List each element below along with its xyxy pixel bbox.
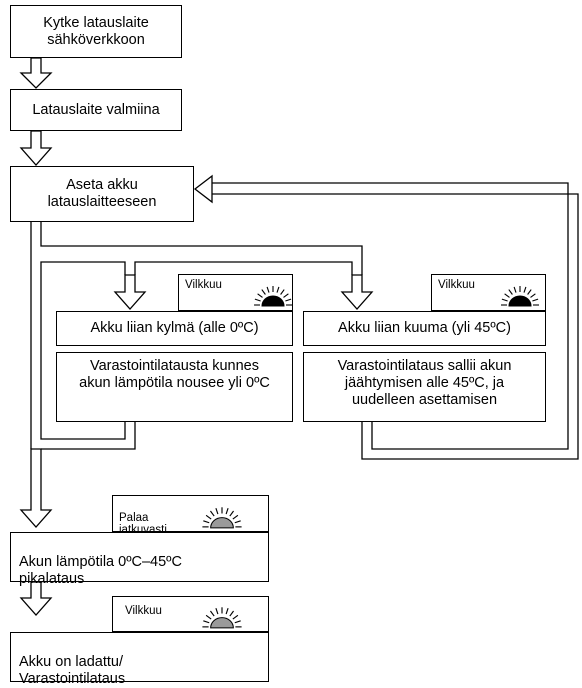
arrow-plug-to-ready — [19, 57, 53, 89]
lamp-ray — [232, 614, 239, 620]
lamp-ray — [527, 289, 532, 295]
step-charger-ready-text: Latauslaite valmiina — [32, 101, 160, 118]
lamp-blinking-icon — [254, 286, 292, 307]
lamp-dome — [261, 295, 285, 307]
loop-cold-top — [134, 261, 353, 275]
step-fast-charge: Akun lämpötila 0ºC–45ºC pikalataus — [10, 532, 269, 587]
lamp-dome — [508, 295, 532, 307]
step-cold-storage: Varastointilatausta kunnes akun lämpötil… — [56, 352, 293, 422]
step-plug-in: Kytke latauslaite sähköverkkoon — [10, 5, 182, 58]
lamp-steady-icon — [202, 507, 242, 529]
lamp-ray — [257, 293, 263, 298]
step-hot-storage: Varastointilataus sallii akun jäähtymise… — [303, 352, 546, 422]
lamp-ray — [205, 614, 212, 620]
step-too-cold-text: Akku liian kylmä (alle 0ºC) — [90, 320, 259, 336]
lamp-ray — [203, 620, 210, 624]
indicator-charged-text: Vilkkuu — [125, 605, 162, 617]
step-charger-ready: Latauslaite valmiina — [10, 89, 182, 131]
lamp-ray — [254, 298, 261, 302]
lamp-ray — [215, 508, 219, 515]
indicator-cold-text: Vilkkuu — [185, 279, 222, 291]
lamp-blinking-icon — [501, 286, 539, 307]
lamp-ray — [225, 508, 229, 515]
lamp-ray — [285, 298, 292, 302]
loop-hot-arrowhead — [193, 174, 213, 204]
lamp-dome — [210, 617, 234, 629]
lamp-ray — [261, 289, 266, 295]
lamp-dome — [210, 517, 234, 529]
lamp-ray — [232, 514, 239, 520]
arrow-fast-to-charged — [19, 581, 53, 616]
loop-hot-inner — [212, 182, 569, 450]
lamp-ray — [276, 286, 280, 293]
loop-hot-outer — [212, 193, 579, 460]
lamp-ray — [229, 610, 235, 617]
lamp-ray — [508, 289, 513, 295]
arrow-to-hot — [340, 274, 374, 310]
lamp-ray — [266, 286, 270, 293]
lamp-ray — [501, 298, 508, 302]
step-too-hot: Akku liian kuuma (yli 45ºC) — [303, 311, 546, 346]
lamp-rays — [501, 286, 539, 306]
lamp-ray — [532, 298, 539, 302]
loop-cold-bottom-outer — [41, 422, 136, 450]
step-insert-battery: Aseta akku latauslaitteeseen — [10, 166, 194, 222]
arrow-cold-to-fast — [19, 448, 53, 528]
lamp-ray — [203, 520, 210, 524]
arrow-to-cold — [113, 274, 147, 310]
lamp-ray — [215, 608, 219, 615]
indicator-charged: Vilkkuu — [112, 596, 269, 632]
loop-cold-bottom-inner — [40, 261, 126, 440]
lamp-ray — [205, 514, 212, 520]
lamp-ray — [229, 510, 235, 517]
step-too-cold: Akku liian kylmä (alle 0ºC) — [56, 311, 293, 346]
lamp-ray — [209, 510, 215, 517]
step-insert-battery-text: Aseta akku latauslaitteeseen — [47, 177, 157, 210]
lamp-ray — [283, 293, 289, 298]
lamp-ray — [513, 286, 517, 293]
step-fast-charge-text: Akun lämpötila 0ºC–45ºC pikalataus — [19, 554, 182, 587]
lamp-ray — [530, 293, 536, 298]
lamp-ray — [234, 620, 241, 624]
lamp-rays — [254, 286, 292, 306]
step-plug-in-text: Kytke latauslaite sähköverkkoon — [43, 14, 149, 48]
branch-insert-to-hot — [40, 222, 363, 275]
step-charged: Akku on ladattu/ Varastointilataus — [10, 632, 269, 687]
indicator-hot-text: Vilkkuu — [438, 279, 475, 291]
lamp-blinking-icon — [202, 607, 242, 629]
step-hot-storage-text: Varastointilataus sallii akun jäähtymise… — [337, 358, 512, 408]
lamp-ray — [504, 293, 510, 298]
lamp-rays — [202, 507, 242, 528]
step-charged-text: Akku on ladattu/ Varastointilataus — [19, 654, 126, 687]
step-cold-storage-text: Varastointilatausta kunnes akun lämpötil… — [79, 358, 270, 391]
arrow-ready-to-insert — [19, 130, 53, 166]
lamp-ray — [523, 286, 527, 293]
step-too-hot-text: Akku liian kuuma (yli 45ºC) — [338, 320, 511, 336]
indicator-fast: Palaa jatkuvasti — [112, 495, 269, 536]
lamp-ray — [209, 610, 215, 617]
lamp-ray — [225, 608, 229, 615]
lamp-ray — [280, 289, 285, 295]
lamp-ray — [234, 520, 241, 524]
lamp-rays — [202, 607, 242, 628]
